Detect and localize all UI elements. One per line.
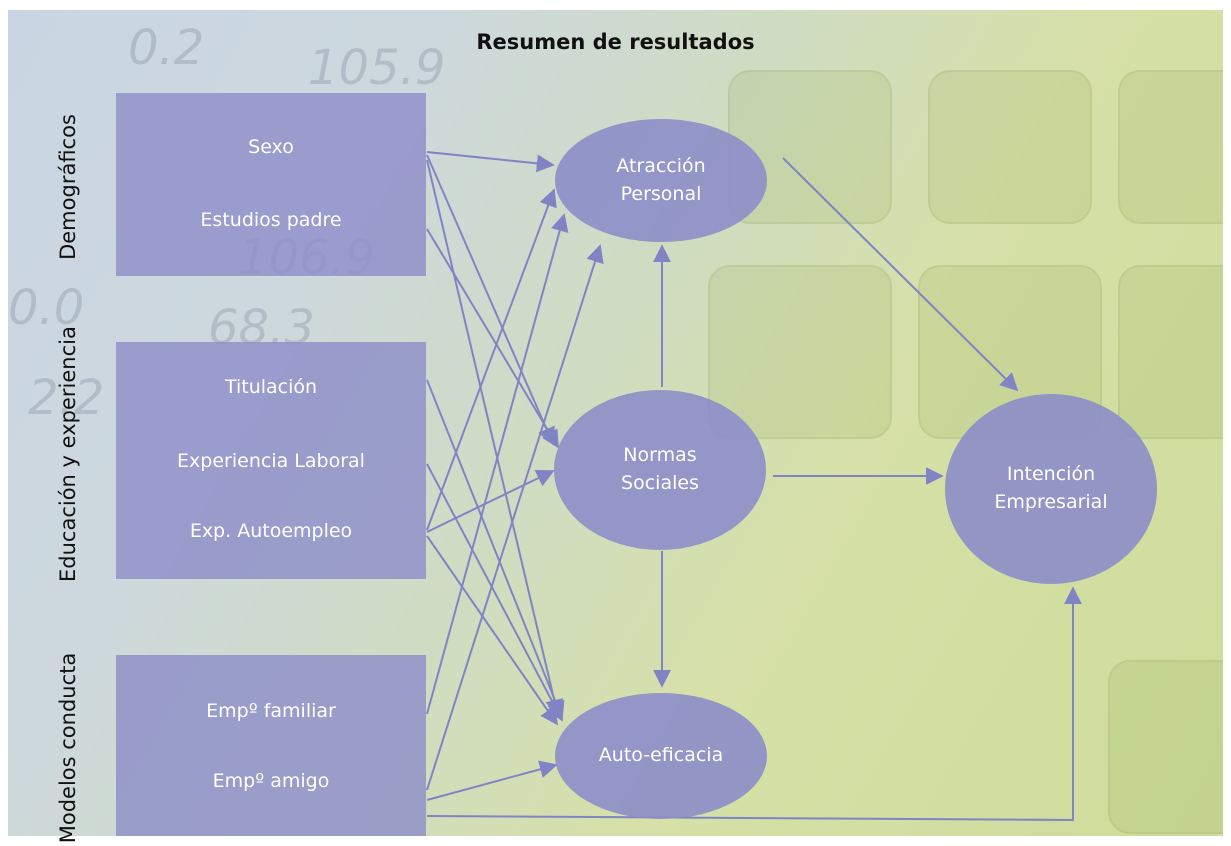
var-emp-amigo: Empº amigo [212,770,330,792]
arrow-sexo-atraccion [426,151,555,173]
arrow-familiar-atraccion [426,213,569,715]
arrow-autoempleo-autoeficacia [426,535,559,726]
education-box [116,342,426,579]
arrow-sexo-autoeficacia [426,159,564,718]
arrow-experiencia-autoeficacia [426,463,563,722]
construct-auto-eficacia: Auto-eficacia [555,693,767,819]
diagram-title: Resumen de resultados [476,30,755,54]
arrow-sexo-normas [426,154,555,446]
arrow-estudios-normas [426,228,559,449]
arrow-titulacion-autoeficacia [426,379,565,720]
var-experiencia-laboral: Experiencia Laboral [177,450,365,472]
var-exp-autoempleo: Exp. Autoempleo [189,520,353,542]
arrow-atraccion-intencion [782,157,1019,392]
var-sexo: Sexo [248,136,294,158]
arrow-autoempleo-normas [426,469,555,533]
arrow-amigo-autoeficacia [426,760,558,801]
arrow-amigo-atraccion [426,244,604,791]
var-titulacion: Titulación [224,376,318,398]
demographics-box [116,93,426,276]
var-estudios-padre: Estudios padre [200,209,342,231]
arrow-autoempleo-atraccion [426,188,557,531]
var-emp-familiar: Empº familiar [206,700,336,722]
role-models-box [116,655,426,836]
